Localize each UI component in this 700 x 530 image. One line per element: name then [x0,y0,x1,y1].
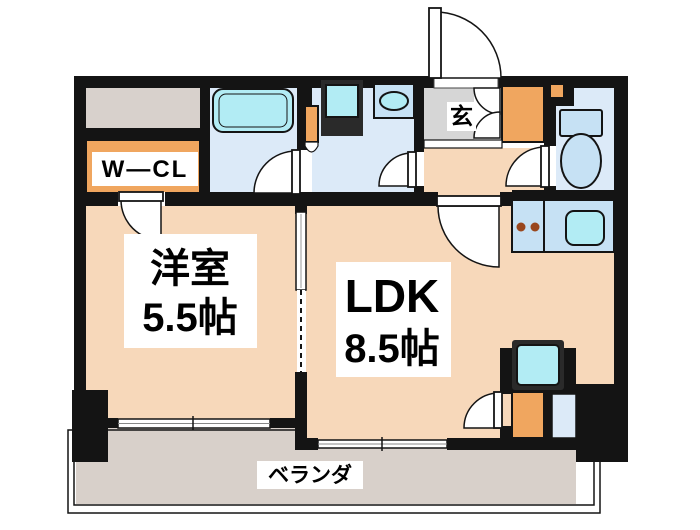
entrance-door [428,7,502,89]
bathroom-door-leaf [291,149,301,195]
wall-closet-divider [86,128,200,140]
wall-western-bottom [270,418,307,428]
stove-burner-left [516,222,526,232]
pillar-bottom-right [576,384,628,462]
bathtub [212,88,294,133]
entrance-label-bg [447,102,476,131]
storage-door-leaf [493,391,503,429]
wall-wcl-bath [200,88,210,194]
entrance-label: 玄 [450,103,473,129]
ldk-label-bg [336,262,451,377]
wall-above-kitchen [512,190,614,200]
veranda-label-bg [257,461,363,489]
entrance-step [423,139,503,149]
western-room-size: 5.5帖 [142,296,238,340]
washing-machine [325,84,359,118]
ldk-size: 8.5帖 [344,327,440,371]
wall-left [74,76,86,400]
toilet-tank [559,109,603,137]
entrance-door-leaf [428,7,442,79]
washbasin-bowl [379,91,409,111]
appliance-space [516,344,560,386]
storage-side-panel [551,393,577,439]
partition-top-stub [295,194,307,214]
wall-storage-stub [500,426,512,450]
storage-door-panel [511,391,545,439]
wcl-label: W—CL [102,156,189,183]
sliding-partition [295,211,307,372]
toilet-door-leaf [540,145,550,188]
utility-cabinet [304,105,319,143]
washroom-door-gap [414,152,424,186]
ldk-name: LDK [345,270,440,322]
kitchen [511,199,615,253]
wall-right [614,76,628,390]
western-room-label-bg [124,234,257,348]
wall-washroom-hall [414,76,424,152]
kitchen-sink [565,210,605,246]
partition-bottom-stub [295,372,307,450]
wall-mid-stub [500,192,514,206]
bathtub-inner [218,93,288,128]
ldk-door-leaf [436,195,502,207]
shoe-cabinet [501,85,545,143]
toilet-room [505,109,603,189]
shoe-cabinet-door-bottom [473,111,501,139]
wall-window-stub-left [108,418,118,428]
wall-ldk-bottom-left [306,438,318,450]
wall-storage-divider [544,392,552,438]
storage-closet-floor [86,88,200,128]
western-room-name: 洋室 [150,247,230,291]
entrance-fixtures [423,83,565,149]
ldk-storage [463,340,577,439]
meter-box [549,83,565,99]
balcony-railing-inner [73,430,595,506]
ldk-door-swing [437,205,500,268]
entrance-door-swing [434,11,502,79]
wall-appliance-stub-right [564,348,576,392]
storage-door-swing [463,392,500,429]
utility-cabinet-door [304,141,319,153]
bathroom [212,88,312,195]
washroom-door-leaf [407,151,417,188]
toilet-door-swing [505,146,546,187]
veranda-label: ベランダ [268,463,352,487]
labels: 洋室 5.5帖 LDK 8.5帖 W—CL 玄 ベランダ [92,102,476,489]
pillar-bottom-left [72,390,108,462]
wall-washroom-hall-stub [414,186,424,194]
wcl-label-bg [92,152,198,186]
wall-appliance-stub-left [500,348,512,392]
washroom-door-swing [378,152,413,187]
stove-burner-right [530,222,540,232]
washroom [304,80,424,188]
bathroom-door-swing [253,150,297,194]
wcl-door-leaf [118,191,164,202]
windows [117,416,448,451]
toilet-bowl [560,133,602,189]
